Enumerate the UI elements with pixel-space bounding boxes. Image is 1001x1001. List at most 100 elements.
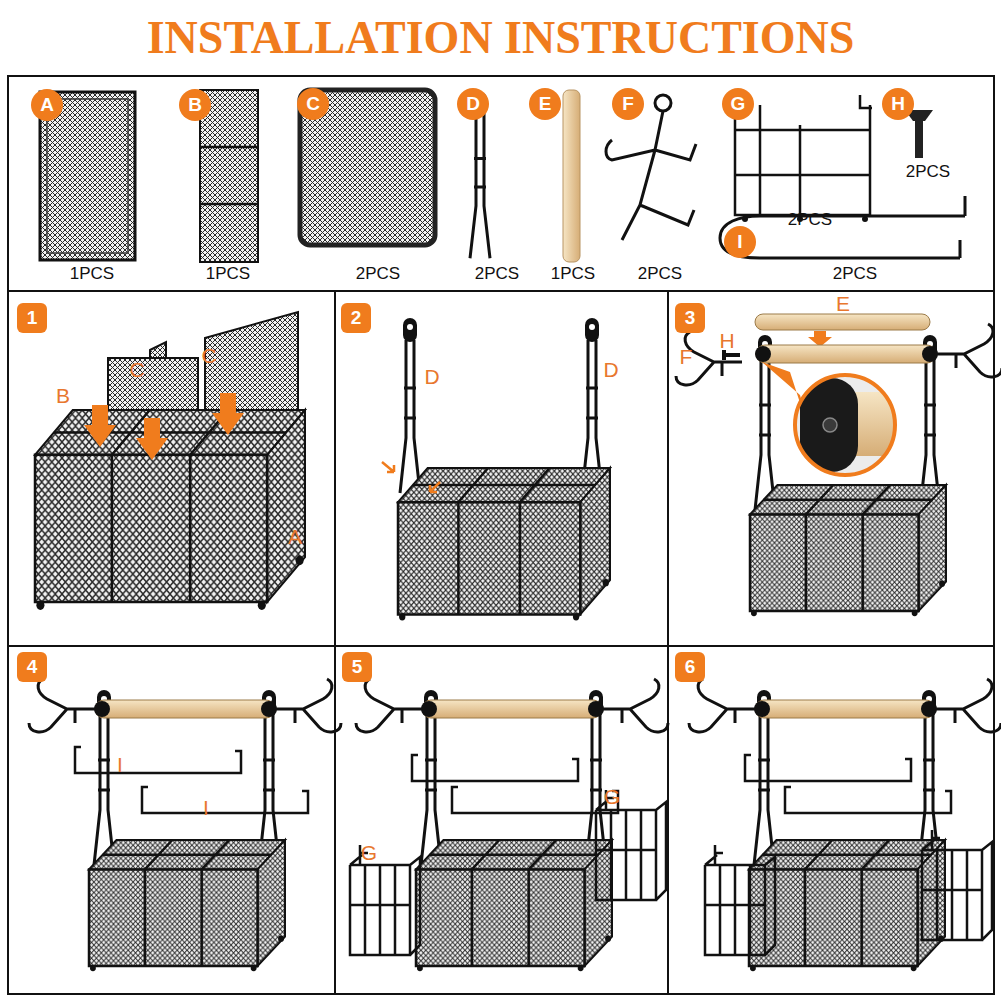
step5-illustration: [350, 679, 668, 971]
callout-letter: C: [129, 358, 144, 382]
part-letter: A: [40, 94, 54, 116]
quantity-label: 1PCS: [551, 264, 595, 284]
callout-letter: A: [288, 525, 302, 549]
screw-shaft: [726, 353, 740, 357]
callout-letter: F: [680, 345, 693, 369]
side-rack: [350, 845, 420, 955]
insert-arrow: [136, 418, 168, 460]
step-number: 1: [27, 307, 38, 329]
step3-illustration: [676, 314, 1001, 616]
step-panel: I I 4: [7, 645, 336, 995]
hook: [356, 679, 422, 732]
hook: [689, 679, 755, 732]
parts-panel: 1PCS 1PCS 2PCS 2PCS 1PCS 2PCS 2PCS 2PCS 2PCS A B C D…: [7, 75, 995, 292]
part-letter: C: [306, 93, 320, 115]
quantity-label: 2PCS: [906, 162, 950, 182]
part-letter-circle: F: [612, 88, 644, 120]
handle: [400, 318, 420, 493]
callout-letter: H: [719, 329, 734, 353]
part-letter-circle: C: [297, 88, 329, 120]
part-basket-inner: [47, 99, 128, 253]
quantity-label: 2PCS: [638, 264, 682, 284]
rail: [142, 787, 308, 813]
part-rack: [735, 95, 872, 215]
step-panel: G G 5: [334, 645, 669, 995]
part-rail: [720, 196, 965, 258]
zoom-ring: [795, 375, 895, 475]
quantity-label: 1PCS: [206, 264, 250, 284]
callout-letter: B: [56, 384, 70, 408]
callout-letter: G: [361, 841, 377, 865]
assembly: [749, 679, 1001, 971]
parts-illustration: [40, 90, 965, 262]
quantity-label: 2PCS: [475, 264, 519, 284]
part-letter-circle: I: [724, 226, 756, 258]
step-panel: 6: [667, 645, 995, 995]
zoom-screw: [823, 418, 837, 432]
step-number-badge: 4: [17, 652, 47, 682]
part-letter-circle: A: [31, 89, 63, 121]
part-letter-circle: G: [722, 88, 754, 120]
step-number-badge: 1: [17, 303, 47, 333]
insert-arrow: [212, 393, 244, 435]
part-letter: B: [188, 94, 202, 116]
part-screw-shaft: [915, 120, 923, 158]
part-letter: I: [737, 231, 742, 253]
callout-letter: I: [117, 753, 123, 777]
rail: [745, 755, 911, 781]
page-title: INSTALLATION INSTRUCTIONS: [0, 10, 1001, 66]
step-panel: E F H 3: [667, 290, 995, 647]
step-number: 6: [685, 656, 696, 678]
step-number: 5: [352, 656, 363, 678]
part-divider-frame: [200, 147, 258, 204]
part-letter-circle: E: [529, 88, 561, 120]
step-number: 4: [27, 656, 38, 678]
step-number: 3: [685, 307, 696, 329]
part-divider: [200, 90, 258, 262]
quantity-label: 2PCS: [788, 210, 832, 230]
rail: [412, 755, 578, 781]
wooden-bar: [755, 314, 930, 330]
rail: [75, 747, 241, 773]
callout-letter: D: [603, 358, 618, 382]
part-letter-circle: D: [457, 88, 489, 120]
basket: [35, 410, 305, 610]
part-letter: F: [622, 93, 634, 115]
step1-illustration: [35, 312, 305, 610]
part-letter: E: [539, 93, 552, 115]
step-number-badge: 5: [342, 652, 372, 682]
zoom-wood: [850, 392, 910, 456]
handle: [582, 318, 602, 493]
quantity-label: 2PCS: [833, 264, 877, 284]
insert-arrow: [84, 405, 116, 447]
rail: [452, 787, 618, 813]
part-letter: D: [466, 93, 480, 115]
step-number: 2: [351, 307, 362, 329]
callout-letter: G: [604, 785, 620, 809]
step6-illustration: [689, 679, 1001, 971]
part-hook-ring: [655, 95, 671, 111]
part-bar: [563, 90, 580, 262]
step2-illustration: [382, 318, 610, 621]
part-letter-circle: H: [882, 88, 914, 120]
callout-letter: E: [836, 292, 850, 316]
part-letter: H: [891, 93, 905, 115]
assembly: [89, 679, 341, 971]
quantity-label: 1PCS: [70, 264, 114, 284]
step4-illustration: [29, 679, 341, 971]
part-hook: [606, 111, 696, 240]
quantity-label: 2PCS: [356, 264, 400, 284]
step-panel: BCCA1: [7, 290, 336, 647]
step-number-badge: 6: [675, 652, 705, 682]
part-letter-circle: B: [179, 89, 211, 121]
callout-letter: I: [203, 796, 209, 820]
side-rack: [922, 830, 992, 940]
step-number-badge: 3: [675, 303, 705, 333]
part-letter: G: [731, 93, 746, 115]
assembly: [416, 679, 668, 971]
callout-letter: D: [424, 365, 439, 389]
step-panel: D D 2: [334, 290, 669, 647]
step-number-badge: 2: [341, 303, 371, 333]
small-arrow: [382, 462, 440, 492]
